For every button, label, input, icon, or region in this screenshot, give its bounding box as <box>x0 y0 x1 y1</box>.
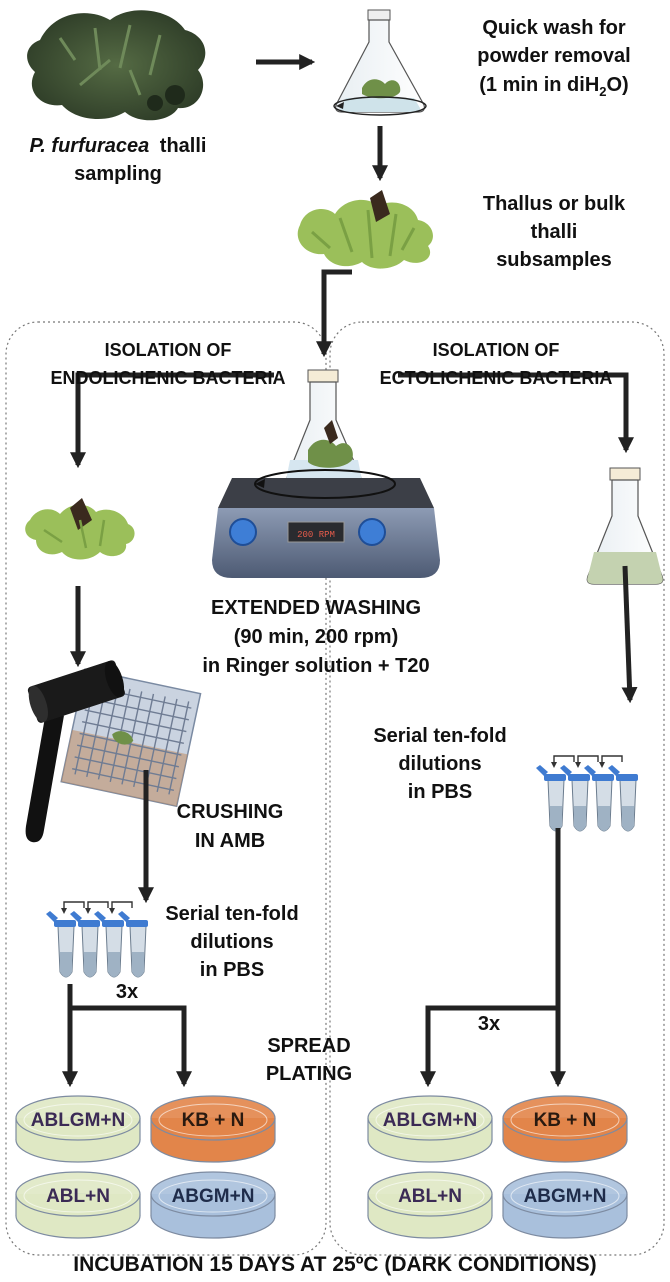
wash-line3-sub: 2 <box>599 84 606 99</box>
washed-lichen-icon <box>25 498 135 560</box>
petri-plate: ABGM+N <box>502 1171 628 1239</box>
petri-plate: ABLGM+N <box>15 1095 141 1163</box>
dark-lichen-sample-icon <box>27 10 206 121</box>
green-lichen-subsample-icon <box>297 190 433 269</box>
sampling-label-line1: P. furfuracea thalli <box>30 135 207 157</box>
petri-plate: ABL+N <box>15 1171 141 1239</box>
wash-label-line3: (1 min in diH2O) <box>479 74 628 99</box>
ecto-heading-line1: ISOLATION OF <box>433 340 560 360</box>
plate-label: ABL+N <box>46 1186 110 1207</box>
times-left-label: 3x <box>116 981 138 1003</box>
serial-right-line3: in PBS <box>408 781 472 803</box>
plate-label: KB + N <box>182 1110 245 1131</box>
microtube-icon <box>536 755 575 832</box>
sampling-word-thalli: thalli <box>160 135 207 157</box>
microtube-icon <box>70 901 109 978</box>
extended-washing-line1: EXTENDED WASHING <box>211 597 421 619</box>
spread-plating-line1: SPREAD <box>267 1035 350 1057</box>
petri-plate: KB + N <box>502 1095 628 1163</box>
subsample-label-line2: thalli <box>531 221 578 243</box>
endo-heading-line2: ENDOLICHENIC BACTERIA <box>50 368 285 388</box>
petri-plate: KB + N <box>150 1095 276 1163</box>
erlenmeyer-flask-stirring-icon <box>284 369 364 489</box>
microtube-icon <box>46 901 85 978</box>
microtube-icon <box>94 901 133 978</box>
serial-right-line2: dilutions <box>398 753 481 775</box>
ecto-panel <box>329 321 665 1256</box>
dilution-tubes-right-icon <box>536 755 638 832</box>
extended-washing-line3: in Ringer solution + T20 <box>202 655 429 677</box>
sampling-label-line2: sampling <box>74 163 162 185</box>
incubation-label: INCUBATION 15 DAYS AT 25ºC (DARK CONDITI… <box>73 1253 596 1276</box>
plate-label: ABLGM+N <box>31 1110 125 1131</box>
petri-plate: ABL+N <box>367 1171 493 1239</box>
plate-label: ABGM+N <box>172 1186 255 1207</box>
wash-line3-pre: (1 min in diH <box>479 74 599 96</box>
microtube-icon <box>608 765 638 832</box>
arrow-stirrer-to-ecto <box>398 372 635 454</box>
microtube-icon <box>584 755 623 832</box>
subsample-label-line1: Thallus or bulk <box>483 193 626 215</box>
arrow-left-plating-b <box>70 1005 193 1088</box>
serial-left-line1: Serial ten-fold <box>165 903 298 925</box>
crushing-label-line1: CRUSHING <box>177 801 284 823</box>
plate-label: ABGM+N <box>524 1186 607 1207</box>
plate-label: ABL+N <box>398 1186 462 1207</box>
wash-label-line1: Quick wash for <box>482 17 626 39</box>
mallet-icon <box>25 660 125 843</box>
times-right-label: 3x <box>478 1013 500 1035</box>
magnetic-stirrer-icon: 200 RPM <box>212 469 440 578</box>
microtube-icon <box>118 911 148 978</box>
plates-right: ABLGM+N KB + N ABL+N ABGM+N <box>367 1095 628 1239</box>
crushing-label-line2: IN AMB <box>195 830 265 852</box>
subsample-label-line3: subsamples <box>496 249 612 271</box>
arrow-right-plating-a <box>419 1005 558 1088</box>
arrow-subsample-to-stirrer <box>315 269 352 358</box>
serial-left-line2: dilutions <box>190 931 273 953</box>
plate-label: KB + N <box>534 1110 597 1131</box>
plate-label: ABLGM+N <box>383 1110 477 1131</box>
spread-plating-line2: PLATING <box>266 1063 352 1085</box>
arrow-ecto-to-dilution <box>621 565 638 704</box>
ecto-heading-line2: ECTOLICHENIC BACTERIA <box>380 368 613 388</box>
serial-left-line3: in PBS <box>200 959 264 981</box>
arrow-stirrer-to-endo <box>69 372 274 469</box>
erlenmeyer-flask-wash-icon <box>333 9 427 116</box>
endo-panel <box>5 321 327 1256</box>
wash-line3-post: O) <box>607 74 629 96</box>
petri-plate: ABLGM+N <box>367 1095 493 1163</box>
stirrer-display-text: 200 RPM <box>297 530 335 540</box>
species-name: P. furfuracea <box>30 135 150 157</box>
serial-right-line1: Serial ten-fold <box>373 725 506 747</box>
petri-plate: ABGM+N <box>150 1171 276 1239</box>
endo-heading-line1: ISOLATION OF <box>105 340 232 360</box>
dilution-tubes-left-icon <box>46 901 148 978</box>
wash-label-line2: powder removal <box>477 45 630 67</box>
plates-left: ABLGM+N KB + N ABL+N ABGM+N <box>15 1095 276 1239</box>
extended-washing-line2: (90 min, 200 rpm) <box>234 626 399 648</box>
microtube-icon <box>560 755 599 832</box>
